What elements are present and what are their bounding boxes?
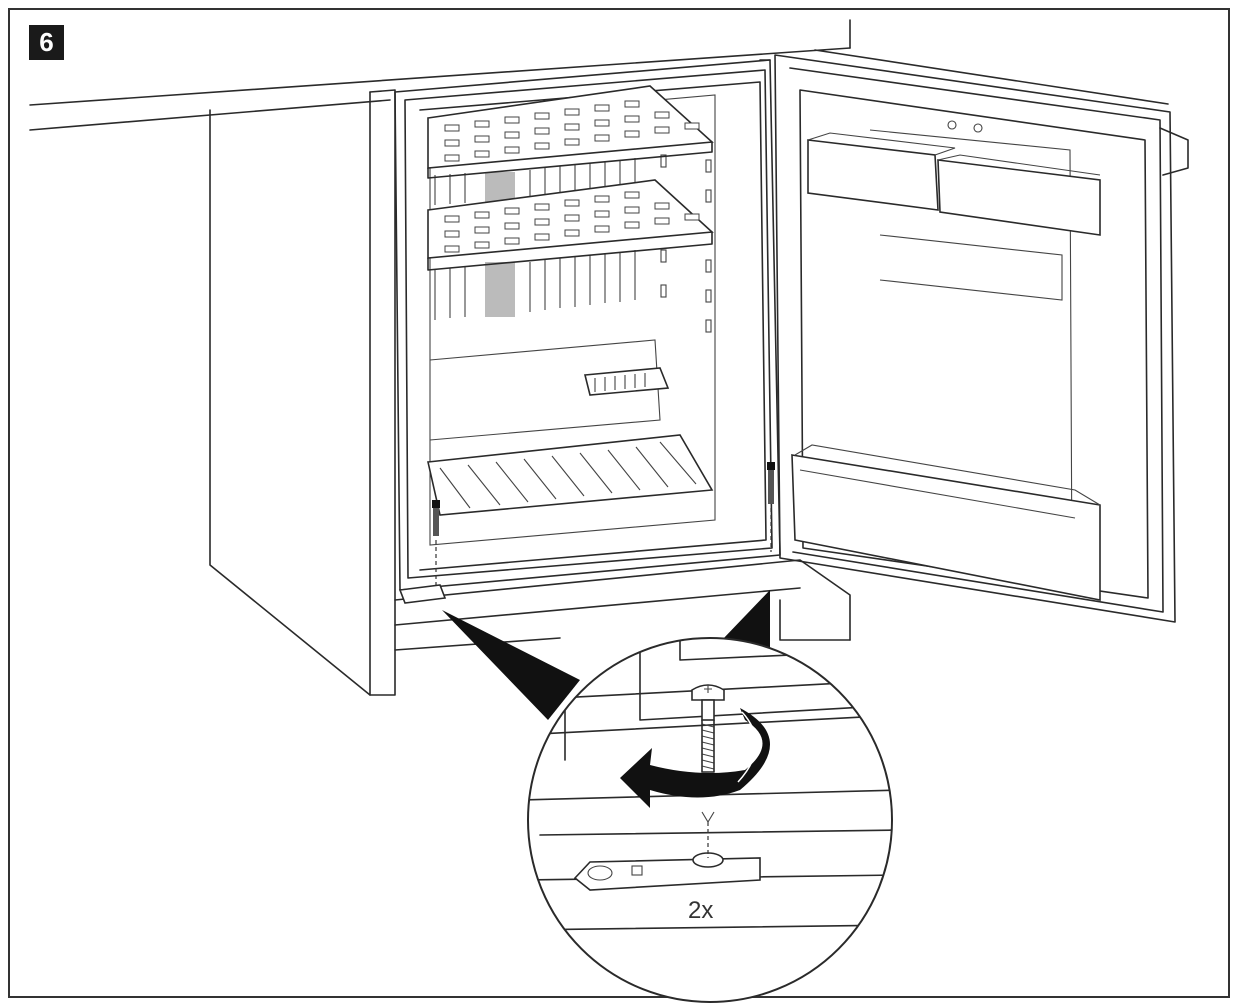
lower-shelf	[427, 179, 714, 271]
evaporator-fins	[434, 158, 636, 320]
detail-magnifier: 2x	[527, 637, 893, 1003]
door-bin-bottom	[791, 444, 1101, 601]
countertop	[29, 19, 851, 131]
figure-frame	[8, 8, 1230, 998]
quantity-label: 2x	[688, 897, 713, 924]
step-number-badge: 6	[29, 25, 64, 60]
temperature-control	[583, 367, 670, 396]
fridge-door	[774, 49, 1189, 623]
screw-right	[767, 462, 775, 552]
door-bin-top	[807, 132, 1101, 236]
bottom-drawer-cover	[427, 434, 714, 516]
cabinet-side-panel	[209, 89, 396, 696]
screw-left	[432, 500, 440, 588]
upper-shelf	[427, 85, 714, 179]
bottom-hinge-left	[398, 584, 447, 604]
